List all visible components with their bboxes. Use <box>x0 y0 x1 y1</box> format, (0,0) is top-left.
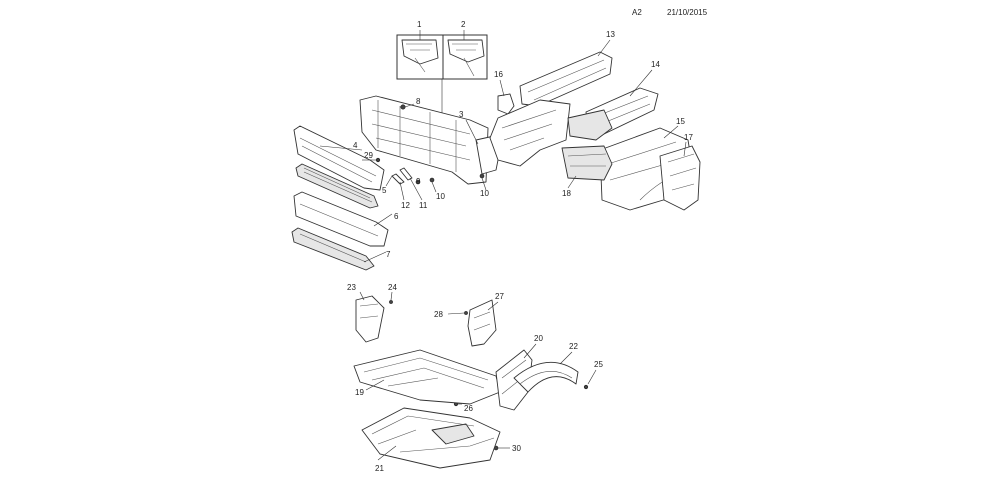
front-carrier-frame-detail <box>371 100 471 172</box>
engine-undertray-21-detail <box>371 415 495 453</box>
bumper-lower-reinforcement <box>291 227 375 271</box>
bumper-upper <box>293 125 385 191</box>
inset-bracket-2 <box>447 39 485 63</box>
callout-16: 16 <box>494 70 503 79</box>
lower-brackets <box>355 295 497 347</box>
screw-28 <box>464 311 468 315</box>
leader-lines <box>319 30 687 461</box>
callout-7: 7 <box>386 250 391 259</box>
callout-2: 2 <box>461 20 466 29</box>
splash-liners <box>495 349 579 411</box>
bumper-grille-strip-detail <box>303 167 373 203</box>
bracket-16 <box>497 93 515 115</box>
nut-10 <box>429 177 435 183</box>
nut-10b <box>479 173 485 179</box>
inset-bracket-1-detail <box>406 43 432 73</box>
callout-17: 17 <box>684 133 693 142</box>
callout-8: 8 <box>416 97 421 106</box>
front-longitudinal <box>489 99 571 167</box>
callout-15: 15 <box>676 117 685 126</box>
screw-24 <box>389 300 393 304</box>
wheel-liner-22-detail <box>519 371 573 385</box>
inset-bracket-2-detail <box>452 43 478 77</box>
callout-5: 5 <box>382 186 387 195</box>
inset-detail-group <box>396 34 488 121</box>
bumper-parts <box>291 125 389 271</box>
splash-panel-18-detail <box>567 153 607 167</box>
engine-undertray-21 <box>361 407 501 469</box>
bracket-27-detail <box>473 311 491 331</box>
callout-25: 25 <box>594 360 603 369</box>
apron-17-detail <box>667 153 697 191</box>
callout-14: 14 <box>651 60 660 69</box>
inner-panel <box>567 109 613 141</box>
bracket-27 <box>467 299 497 347</box>
upper-rail-13 <box>519 51 613 107</box>
screw-8 <box>400 104 406 110</box>
clips-11-12 <box>391 167 413 185</box>
callout-24: 24 <box>388 283 397 292</box>
callout-30: 30 <box>512 444 521 453</box>
front-longitudinal-detail <box>501 109 557 151</box>
bumper-absorber-detail <box>299 203 379 237</box>
side-members <box>489 51 659 167</box>
inset-box-2 <box>442 34 488 80</box>
underbody-shield-19 <box>353 349 501 405</box>
callout-13: 13 <box>606 30 615 39</box>
callout-9: 9 <box>416 177 421 186</box>
callout-10b: 10 <box>480 189 489 198</box>
bumper-grille-strip <box>295 163 379 209</box>
callout-20: 20 <box>534 334 543 343</box>
underbody-shield-19-detail <box>363 357 489 389</box>
bumper-upper-detail <box>299 137 377 183</box>
page-code: A2 <box>632 8 642 17</box>
wheel-liner-22 <box>513 361 579 393</box>
upper-rail-13-detail <box>527 59 607 101</box>
screw-25 <box>583 384 589 390</box>
callout-23: 23 <box>347 283 356 292</box>
splash-panel-18 <box>561 145 613 181</box>
bumper-absorber <box>293 191 389 247</box>
inset-bracket-1 <box>401 39 439 65</box>
callout-27: 27 <box>495 292 504 301</box>
callout-18: 18 <box>562 189 571 198</box>
callout-21: 21 <box>375 464 384 473</box>
bracket-23-detail <box>359 303 379 319</box>
engine-undertray-21-body <box>361 407 501 469</box>
callout-26: 26 <box>464 404 473 413</box>
callout-12: 12 <box>401 201 410 210</box>
callout-19: 19 <box>355 388 364 397</box>
undertray-access-panel <box>431 423 475 445</box>
bracket-23 <box>355 295 385 343</box>
bumper-lower-reinforcement-detail <box>299 233 367 263</box>
callout-4: 4 <box>353 141 358 150</box>
diagram-date: 21/10/2015 <box>667 8 708 17</box>
callout-1: 1 <box>417 20 422 29</box>
wheel-arch-panels <box>561 127 701 211</box>
callout-29: 29 <box>364 151 373 160</box>
callout-6: 6 <box>394 212 399 221</box>
callout-3: 3 <box>459 110 464 119</box>
callout-labels: 1 2 3 4 5 6 7 8 9 10 10 11 12 13 14 15 1… <box>347 20 693 473</box>
callout-10: 10 <box>436 192 445 201</box>
callout-22: 22 <box>569 342 578 351</box>
callout-28: 28 <box>434 310 443 319</box>
callout-11: 11 <box>419 201 428 210</box>
apron-17 <box>659 145 701 211</box>
underbody-shield-19-body <box>353 349 501 405</box>
